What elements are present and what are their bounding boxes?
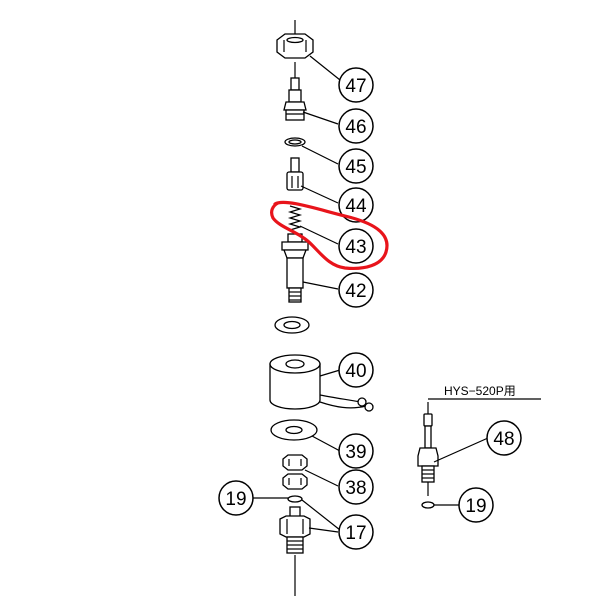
part-nut-lower [282, 473, 308, 490]
leader-lines [252, 55, 489, 533]
callout-19-left: 19 [218, 480, 254, 516]
part-washer [274, 316, 310, 334]
callout-40-label: 40 [345, 361, 366, 382]
callout-17-label: 17 [345, 523, 366, 544]
callout-44: 44 [338, 187, 374, 223]
part-43-spring [287, 205, 303, 231]
callout-38-label: 38 [345, 478, 366, 499]
highlight-marker-43 [270, 200, 389, 271]
callout-19-right-label: 19 [465, 496, 486, 517]
callout-42: 42 [338, 272, 374, 308]
part-38-nut [282, 454, 308, 471]
callout-43: 43 [338, 228, 374, 264]
callout-45: 45 [338, 148, 374, 184]
part-39-plate [270, 419, 318, 441]
callout-47: 47 [338, 67, 374, 103]
callout-40: 40 [338, 352, 374, 388]
callout-39: 39 [338, 433, 374, 469]
callout-47-label: 47 [345, 76, 366, 97]
caption-text: HYS−520P用 [444, 384, 516, 398]
variant-caption: HYS−520P用 [428, 384, 541, 400]
part-17-fitting [279, 506, 311, 554]
part-46-fitting [283, 77, 307, 121]
callout-19-left-label: 19 [225, 489, 246, 510]
part-19-o-ring [287, 495, 303, 503]
callout-44-label: 44 [345, 196, 367, 217]
callout-48-label: 48 [493, 429, 514, 450]
part-48-fitting [417, 402, 439, 509]
callout-38: 38 [338, 469, 374, 505]
part-40-solenoid-coil [269, 354, 374, 412]
part-47-hex-nut [276, 33, 314, 59]
part-45-o-ring [284, 137, 306, 147]
callout-42-label: 42 [345, 281, 366, 302]
callout-39-label: 39 [345, 442, 366, 463]
callout-43-label: 43 [345, 237, 366, 258]
callout-19-right: 19 [458, 487, 494, 523]
callout-45-label: 45 [345, 157, 366, 178]
callout-48: 48 [486, 420, 522, 456]
callout-46: 46 [338, 108, 374, 144]
part-42-plunger-tube [281, 233, 309, 303]
callout-17: 17 [338, 514, 374, 550]
callout-46-label: 46 [345, 117, 366, 138]
part-44-sleeve [286, 157, 304, 191]
